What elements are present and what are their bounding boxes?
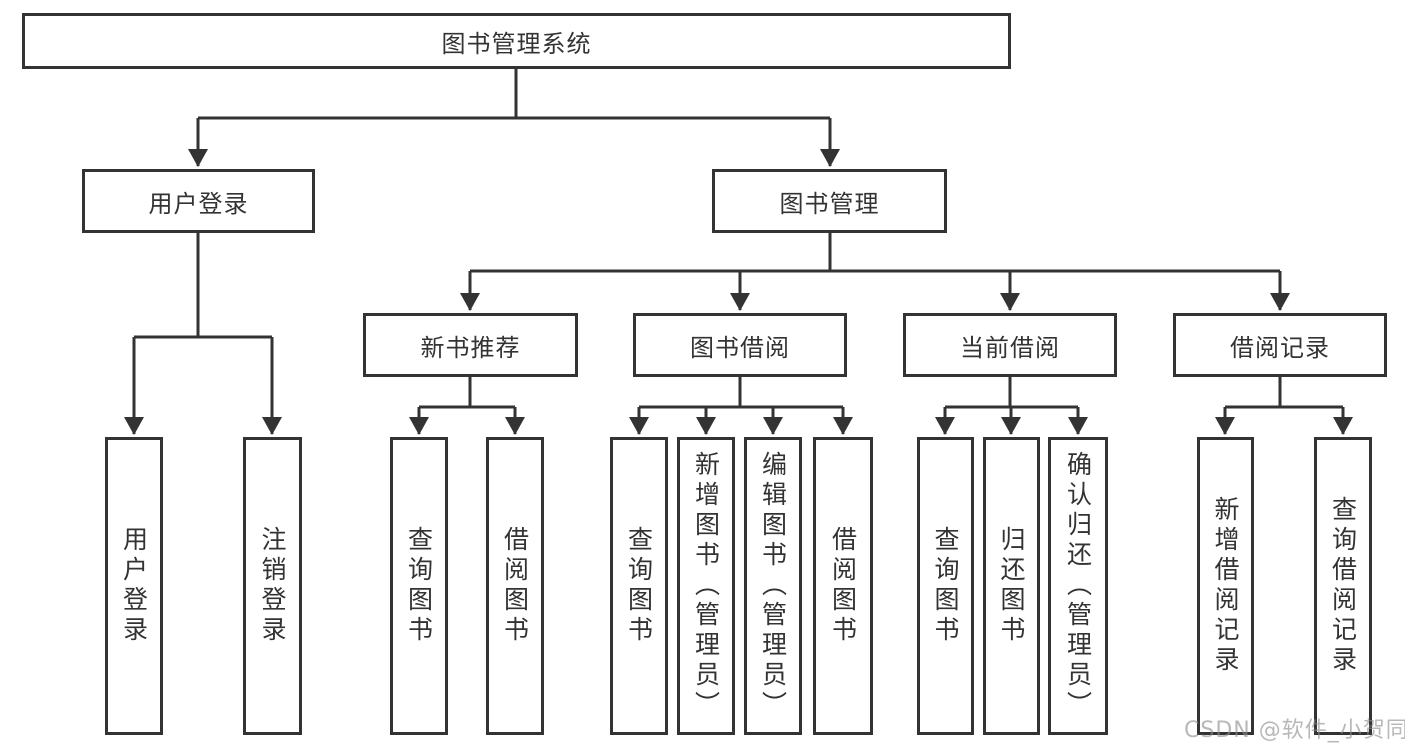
leaf-recd-add-record: 新增借阅记录 xyxy=(1197,437,1254,735)
leaf-cur-return-book: 归还图书 xyxy=(983,437,1040,735)
leaf-bor-query-book-label: 查询图书 xyxy=(624,526,654,646)
leaf-bor-add-book-label: 新增图书（管理员） xyxy=(691,451,721,721)
leaf-logout: 注销登录 xyxy=(243,437,302,735)
node-borrow-records: 借阅记录 xyxy=(1173,313,1387,377)
leaf-bor-borrow-book: 借阅图书 xyxy=(813,437,873,735)
leaf-cur-confirm-return-label: 确认归还（管理员） xyxy=(1063,451,1093,721)
leaf-logout-label: 注销登录 xyxy=(258,526,287,646)
node-new-book-rec: 新书推荐 xyxy=(363,313,578,377)
leaf-bor-query-book: 查询图书 xyxy=(610,437,668,735)
leaf-bor-add-book: 新增图书（管理员） xyxy=(677,437,735,735)
connector-group xyxy=(124,69,1353,435)
leaf-recd-add-record-label: 新增借阅记录 xyxy=(1211,496,1240,676)
leaf-rec-query-book: 查询图书 xyxy=(390,437,448,735)
leaf-rec-borrow-book-label: 借阅图书 xyxy=(500,526,530,646)
leaf-bor-borrow-book-label: 借阅图书 xyxy=(828,526,858,646)
csdn-watermark: CSDN @软件_小贺同学 xyxy=(1184,718,1405,743)
connector-root-trunk xyxy=(198,69,830,120)
node-book-mgmt-label: 图书管理 xyxy=(779,189,880,218)
leaf-cur-query-book: 查询图书 xyxy=(917,437,974,735)
node-new-book-rec-label: 新书推荐 xyxy=(420,333,521,362)
leaf-recd-query-record: 查询借阅记录 xyxy=(1314,437,1372,735)
node-borrow-records-label: 借阅记录 xyxy=(1230,333,1330,362)
node-user-login: 用户登录 xyxy=(82,169,315,233)
leaf-user-login-label: 用户登录 xyxy=(119,526,149,646)
node-root: 图书管理系统 xyxy=(22,13,1011,69)
leaf-cur-return-book-label: 归还图书 xyxy=(997,526,1026,646)
node-root-label: 图书管理系统 xyxy=(441,29,592,58)
connector-records-trunk xyxy=(1225,377,1343,409)
node-book-mgmt: 图书管理 xyxy=(712,169,947,233)
node-book-borrow-label: 图书借阅 xyxy=(690,333,790,362)
leaf-rec-borrow-book: 借阅图书 xyxy=(486,437,544,735)
leaf-bor-edit-book-label: 编辑图书（管理员） xyxy=(758,451,788,721)
node-user-login-label: 用户登录 xyxy=(148,189,249,218)
leaf-rec-query-book-label: 查询图书 xyxy=(404,526,434,646)
connector-login-trunk xyxy=(134,233,272,339)
connector-borrow-trunk xyxy=(639,377,843,409)
connector-mgmt-trunk xyxy=(470,233,1280,273)
leaf-bor-edit-book: 编辑图书（管理员） xyxy=(744,437,802,735)
connector-rec-trunk xyxy=(419,377,515,409)
node-book-borrow: 图书借阅 xyxy=(633,313,847,377)
connector-current-trunk xyxy=(945,377,1078,409)
node-current-borrow-label: 当前借阅 xyxy=(960,333,1060,362)
leaf-user-login: 用户登录 xyxy=(105,437,163,735)
leaf-cur-query-book-label: 查询图书 xyxy=(931,526,960,646)
node-current-borrow: 当前借阅 xyxy=(903,313,1117,377)
leaf-recd-query-record-label: 查询借阅记录 xyxy=(1328,496,1358,676)
leaf-cur-confirm-return: 确认归还（管理员） xyxy=(1048,437,1108,735)
